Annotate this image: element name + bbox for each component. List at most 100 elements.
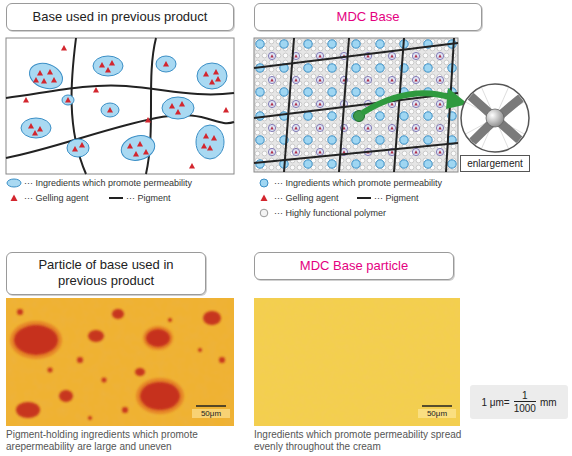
legend-sample-svg xyxy=(356,193,372,203)
illustration-use xyxy=(99,62,105,68)
illustration-ellipse xyxy=(16,402,40,418)
illustration-ellipse xyxy=(162,97,194,119)
illustration-ellipse xyxy=(156,56,176,72)
illustration-path xyxy=(364,93,452,112)
illustration-use xyxy=(33,77,39,83)
box-text: Particle of base used in previous produc… xyxy=(15,257,197,290)
illustration-use xyxy=(37,70,43,76)
legend-sample-svg xyxy=(108,193,124,203)
illustration-use xyxy=(47,69,53,75)
illustration-circle xyxy=(486,109,504,127)
illustration-ellipse xyxy=(101,103,119,117)
illustration-ellipse xyxy=(21,118,51,138)
numerator: 1 xyxy=(522,390,528,401)
illustration-use xyxy=(203,71,209,77)
illustration-path xyxy=(254,43,458,68)
scale-label: 50μm xyxy=(418,409,456,418)
illustration-use xyxy=(32,130,38,136)
legend-text: ··· Pigment xyxy=(374,193,419,203)
legend-item: ··· Pigment xyxy=(356,193,419,203)
legend-item: ··· Ingredients which promote permeabili… xyxy=(6,178,192,188)
illustration-ellipse xyxy=(203,311,221,325)
illustration-use xyxy=(223,107,229,113)
illustration-circle xyxy=(48,368,53,373)
illustration-ellipse xyxy=(62,95,74,105)
legend-text: ··· Ingredients which promote permeabili… xyxy=(274,178,442,188)
illustration-ellipse xyxy=(135,368,145,376)
illustration-ellipse xyxy=(196,125,224,159)
legend-item: ··· Ingredients which promote permeabili… xyxy=(256,178,442,188)
title-box: Base used in previous product xyxy=(6,3,234,31)
illustration-path xyxy=(254,143,458,163)
illustration-ellipse xyxy=(10,321,62,359)
illustration-ellipse xyxy=(59,390,73,402)
illustration-use xyxy=(65,97,71,103)
illustration-circle xyxy=(17,309,23,315)
illustration-line xyxy=(196,405,226,407)
box-text: MDC Base particle xyxy=(300,258,408,274)
illustration-use xyxy=(72,146,78,152)
illustration-use xyxy=(201,143,207,149)
legend-text: ··· Highly functional polymer xyxy=(274,208,386,218)
legend-sample-svg xyxy=(256,208,272,218)
illustration-use xyxy=(93,87,99,93)
title-box: MDC Base particle xyxy=(254,252,454,280)
illustration-circle xyxy=(88,416,92,420)
illustration-ellipse xyxy=(26,59,66,93)
illustration-use xyxy=(215,76,221,82)
illustration-use xyxy=(79,142,85,148)
illustration-path xyxy=(468,94,526,146)
legend-sample-polygon xyxy=(11,195,18,202)
enlargement-box: enlargement xyxy=(460,155,530,172)
illustration-rect xyxy=(6,298,234,426)
illustration-use xyxy=(203,133,209,139)
illustration-use xyxy=(28,123,34,129)
legend-sample-line xyxy=(357,197,371,199)
illustration-g xyxy=(23,45,229,169)
illustration-circle xyxy=(198,348,202,352)
caption: Pigment-holding ingredients which promot… xyxy=(6,429,242,452)
illustration-circle xyxy=(122,407,128,413)
illustration-use xyxy=(179,101,185,107)
illustration-g xyxy=(254,38,458,172)
illustration-g xyxy=(10,321,184,414)
illustration-ellipse xyxy=(88,330,104,342)
illustration-rect xyxy=(255,39,458,172)
illustration-ellipse xyxy=(140,382,180,410)
illustration-use xyxy=(145,117,151,123)
illustration-use xyxy=(211,135,217,141)
legend-text: ··· Pigment xyxy=(126,193,171,203)
legend-item: ··· Gelling agent xyxy=(6,193,89,203)
illustration-use xyxy=(133,151,139,157)
legend-sample-polygon xyxy=(261,195,268,202)
illustration-circle xyxy=(102,378,107,383)
box-text: MDC Base xyxy=(337,9,400,25)
legend-item: ··· Highly functional polymer xyxy=(256,208,386,218)
illustration-use xyxy=(105,67,111,73)
illustration-g xyxy=(6,38,234,174)
illustration-rect xyxy=(254,38,458,172)
illustration-g xyxy=(462,84,528,152)
illustration-use xyxy=(189,163,195,169)
illustration-use xyxy=(37,126,43,132)
illustration-use xyxy=(51,77,57,83)
illustration-circle xyxy=(77,357,83,363)
illustration-rect xyxy=(254,298,460,426)
illustration-ellipse xyxy=(67,139,89,157)
legend-text: ··· Ingredients which promote permeabili… xyxy=(24,178,192,188)
illustration-ellipse xyxy=(112,309,124,319)
illustration-path xyxy=(394,38,404,172)
illustration-circle xyxy=(461,84,529,152)
illustration-path xyxy=(480,84,510,152)
scale-label: 50μm xyxy=(192,409,230,418)
fraction: 11000 xyxy=(514,390,536,414)
illustration-use xyxy=(107,107,113,113)
legend-text: ··· Gelling agent xyxy=(274,193,339,203)
legend-text: ··· Gelling agent xyxy=(24,193,89,203)
illustration-use xyxy=(169,103,175,109)
illustration-use xyxy=(41,78,47,84)
illustration-g xyxy=(14,309,225,420)
illustration-ellipse xyxy=(14,325,58,355)
illustration-path xyxy=(6,115,234,158)
